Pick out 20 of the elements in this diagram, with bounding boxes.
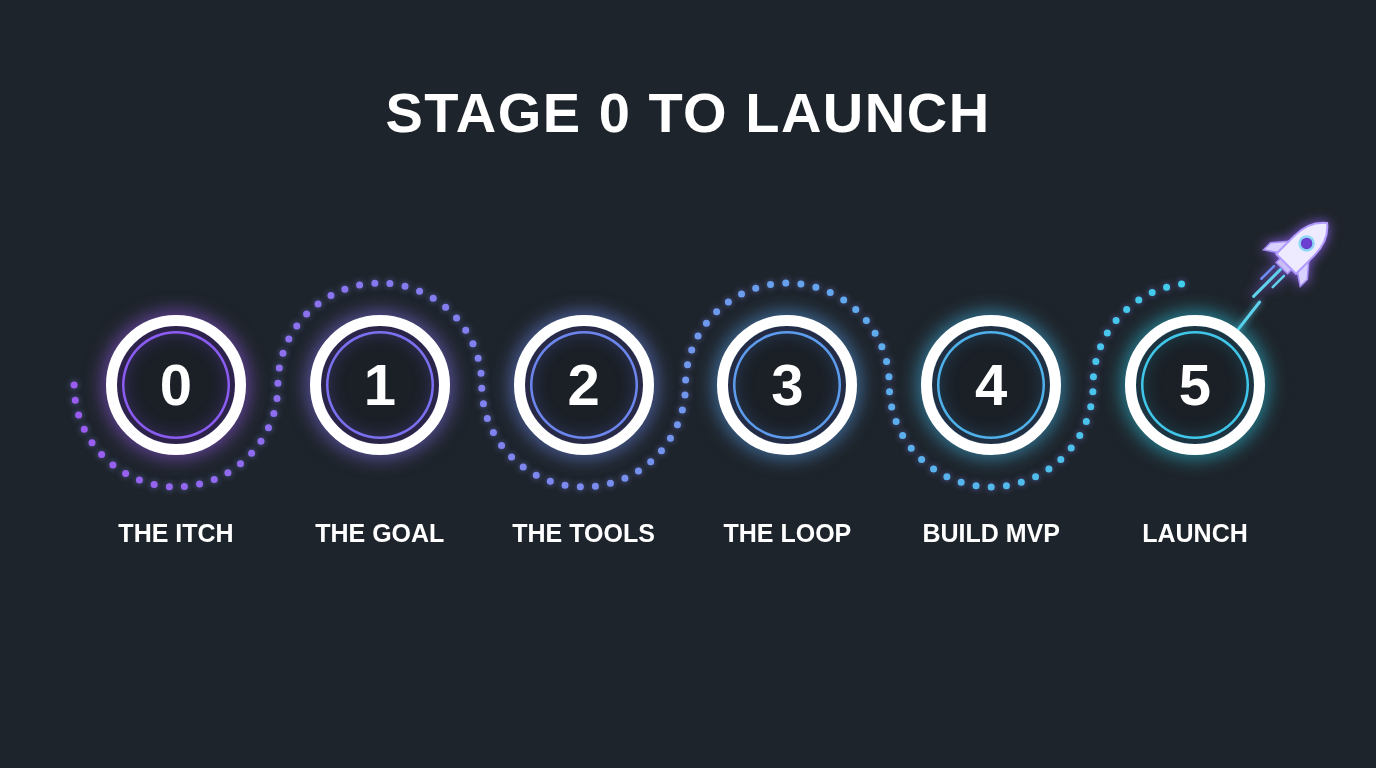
- connector-line: [1236, 300, 1262, 332]
- stage-circle: [513, 315, 654, 455]
- stage-label: THE ITCH: [117, 518, 235, 548]
- stage-label: THE TOOLS: [511, 518, 656, 548]
- stage-label: BUILD MVP: [921, 518, 1061, 548]
- title: STAGE 0 TO LAUNCH: [384, 80, 992, 146]
- stage-circle: [1125, 315, 1265, 455]
- stage-number: 5: [1178, 355, 1212, 415]
- stage-circle: [717, 315, 858, 455]
- stage-circle: [921, 315, 1062, 455]
- stage-number: 0: [159, 355, 193, 415]
- stage-label: THE GOAL: [314, 518, 446, 548]
- stage-circle: [106, 315, 246, 455]
- stage-number: 3: [771, 355, 804, 415]
- stage-number: 4: [975, 355, 1008, 415]
- stage-number: 1: [363, 355, 396, 415]
- stage-number: 2: [567, 355, 600, 415]
- stage-circle: [309, 315, 450, 455]
- stage-label: LAUNCH: [1141, 518, 1249, 548]
- stage-label: THE LOOP: [722, 518, 853, 548]
